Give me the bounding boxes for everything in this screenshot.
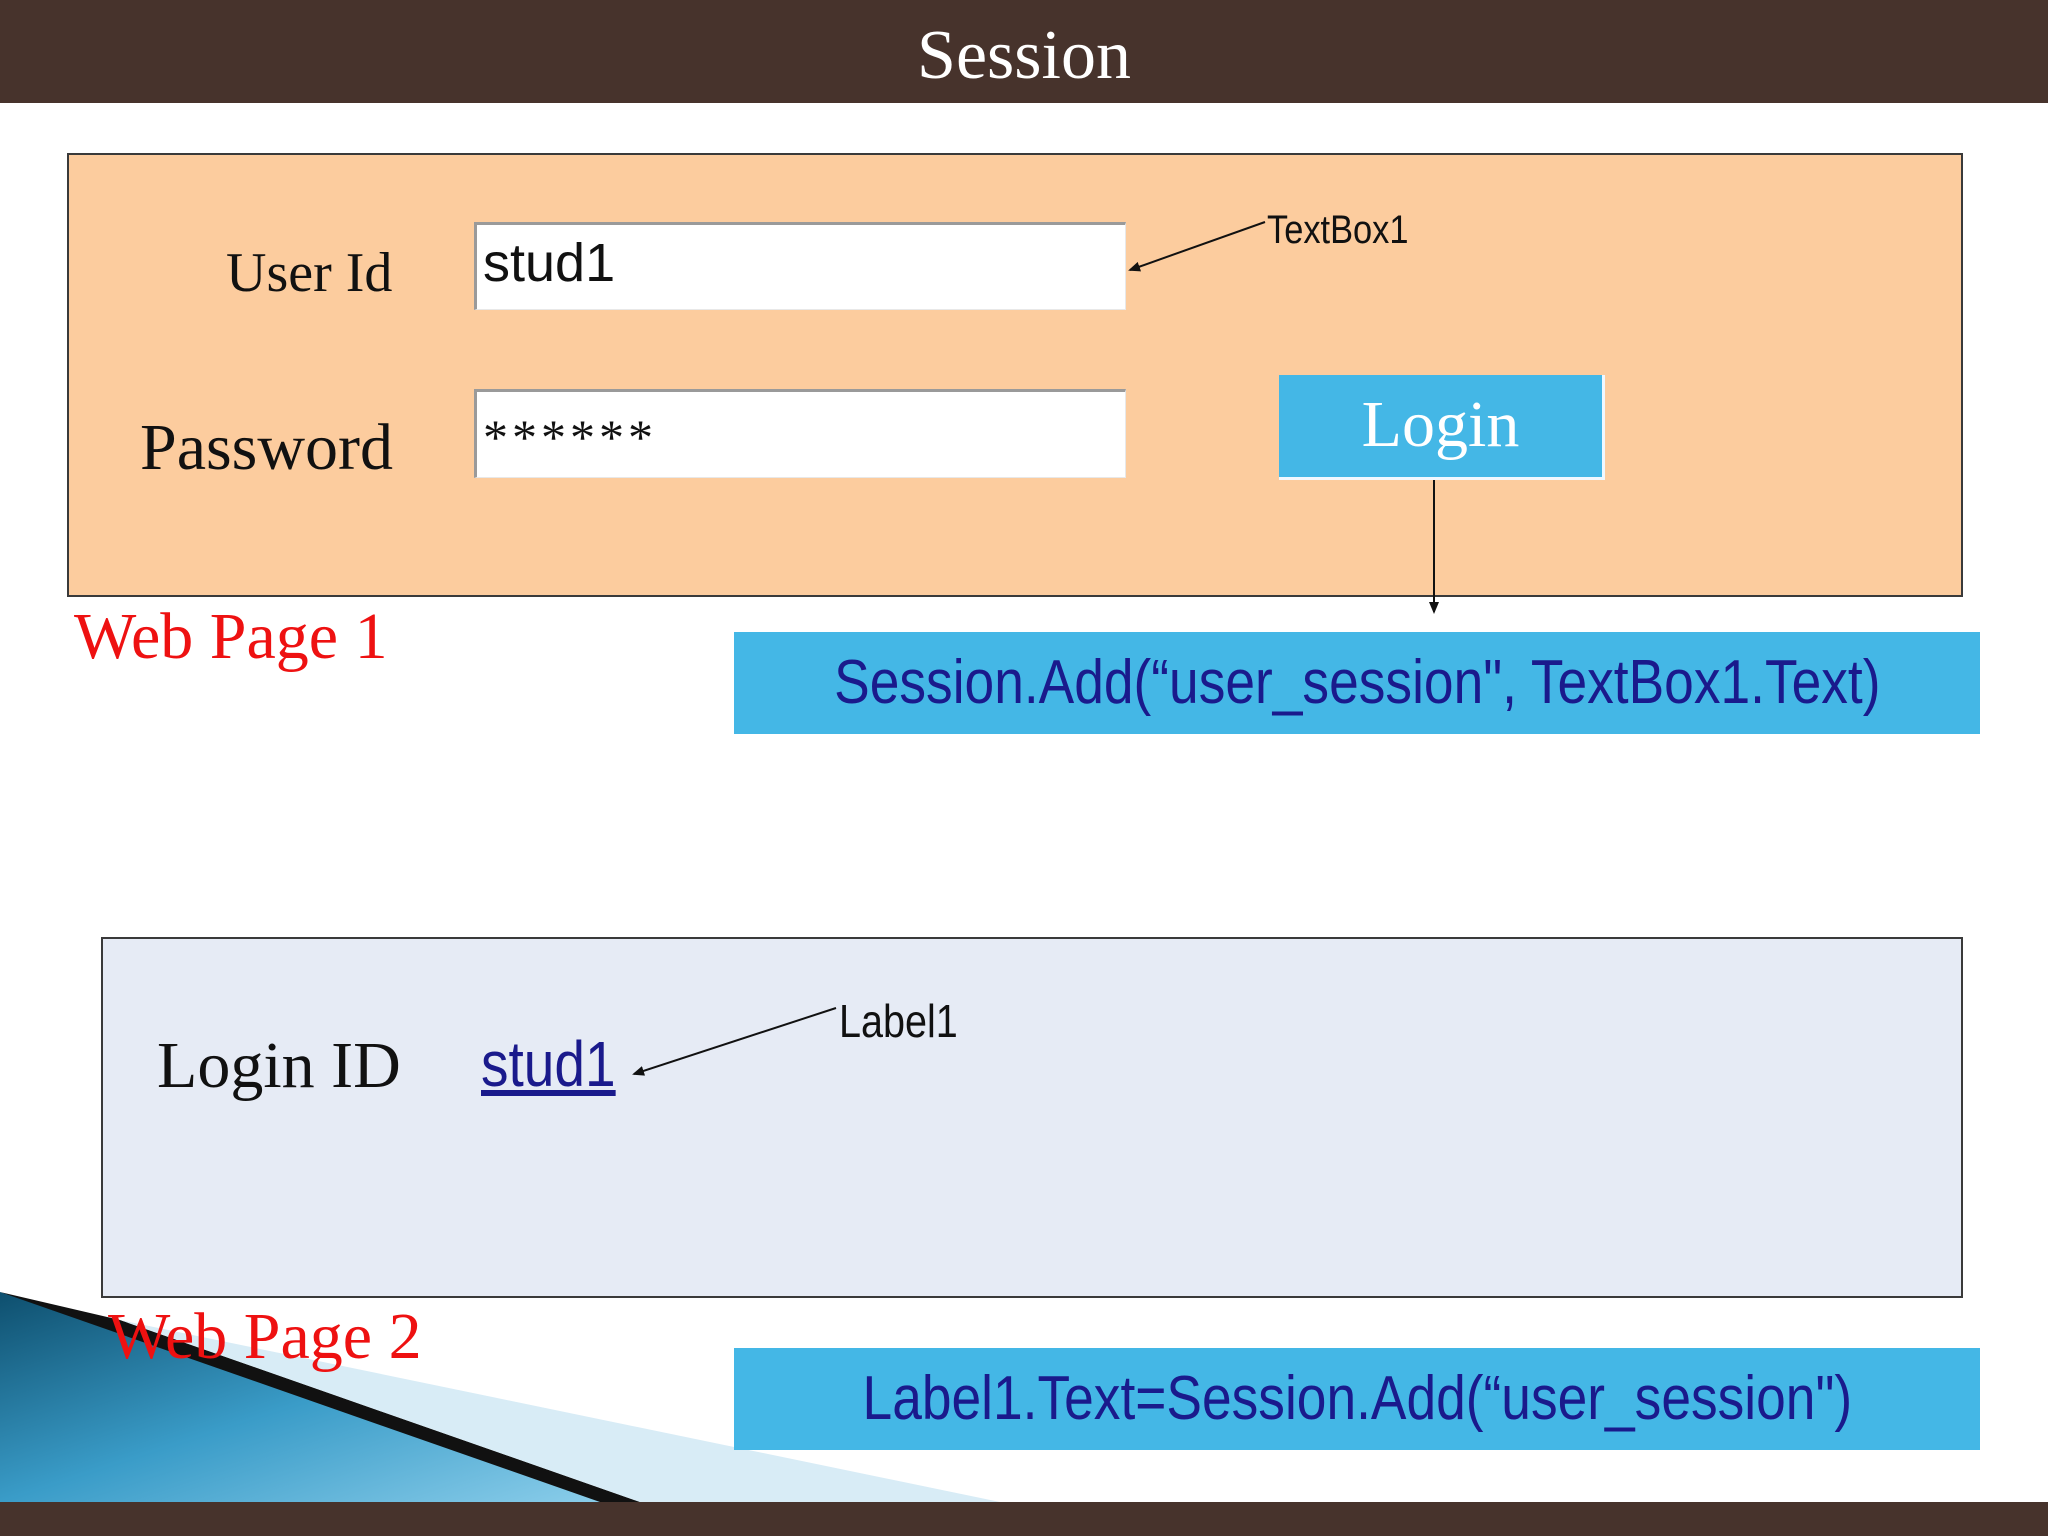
- label-text-code-box: Label1.Text=Session.Add(“user_session"): [734, 1348, 1980, 1450]
- decorative-swoosh: [0, 1292, 1000, 1502]
- password-label: Password: [140, 411, 394, 484]
- textbox1-annotation: TextBox1: [1267, 208, 1409, 252]
- session-add-code: Session.Add(“user_session", TextBox1.Tex…: [833, 648, 1881, 717]
- label1-annotation: Label1: [839, 995, 958, 1047]
- user-id-label: User Id: [226, 242, 393, 304]
- login-button[interactable]: Login: [1279, 375, 1605, 480]
- slide-title: Session: [917, 17, 1131, 94]
- user-id-textbox[interactable]: stud1: [474, 222, 1126, 310]
- web-page-2-panel: [101, 937, 1963, 1298]
- session-add-code-box: Session.Add(“user_session", TextBox1.Tex…: [734, 632, 1980, 734]
- bottom-bar: [0, 1502, 2048, 1536]
- password-textbox[interactable]: ******: [474, 389, 1126, 478]
- login-id-label: Login ID: [157, 1029, 401, 1102]
- label-text-code: Label1.Text=Session.Add(“user_session"): [862, 1364, 1852, 1433]
- web-page-1-panel: [67, 153, 1963, 597]
- web-page-1-label: Web Page 1: [74, 600, 388, 673]
- label1-value: stud1: [481, 1028, 616, 1100]
- title-bar: [0, 0, 2048, 103]
- web-page-2-label: Web Page 2: [108, 1300, 422, 1373]
